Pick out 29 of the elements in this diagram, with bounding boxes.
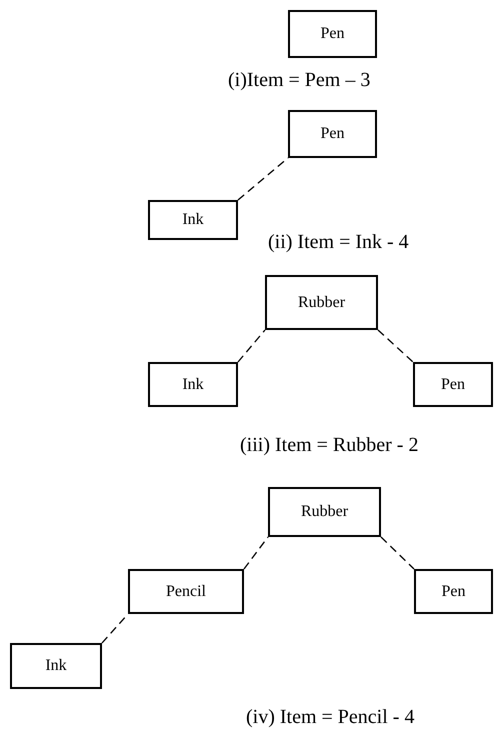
item-name: Rubber bbox=[300, 502, 348, 522]
item-box bbox=[148, 362, 238, 407]
item-name: Pen bbox=[441, 374, 465, 394]
item-name: Pen bbox=[320, 24, 344, 44]
caption-text: (i)Item = Pem – 3 bbox=[228, 68, 370, 93]
caption-text: (iv) Item = Pencil - 4 bbox=[246, 705, 414, 730]
item-box bbox=[265, 275, 378, 330]
item-name: Rubber bbox=[298, 292, 346, 312]
item-name: Pen bbox=[320, 124, 344, 144]
dashed-connector bbox=[243, 536, 269, 570]
dashed-connector bbox=[380, 536, 414, 570]
caption-text: (iii) Item = Rubber - 2 bbox=[240, 433, 418, 458]
item-box bbox=[268, 487, 381, 537]
caption-text: (ii) Item = Ink - 4 bbox=[268, 230, 409, 255]
item-box bbox=[148, 200, 238, 240]
dashed-connector bbox=[238, 158, 288, 200]
item-name: Ink bbox=[182, 210, 204, 230]
item-box bbox=[128, 569, 244, 614]
item-name: Pen bbox=[442, 582, 466, 602]
item-box bbox=[413, 362, 493, 407]
dashed-connector bbox=[238, 330, 266, 362]
item-name: Ink bbox=[45, 656, 67, 676]
item-name: Ink bbox=[182, 374, 204, 394]
item-box bbox=[288, 110, 377, 158]
item-box bbox=[10, 643, 102, 689]
dashed-connector bbox=[378, 330, 414, 362]
item-name: Pencil bbox=[166, 582, 206, 602]
item-box bbox=[288, 10, 377, 58]
item-box bbox=[414, 569, 493, 614]
